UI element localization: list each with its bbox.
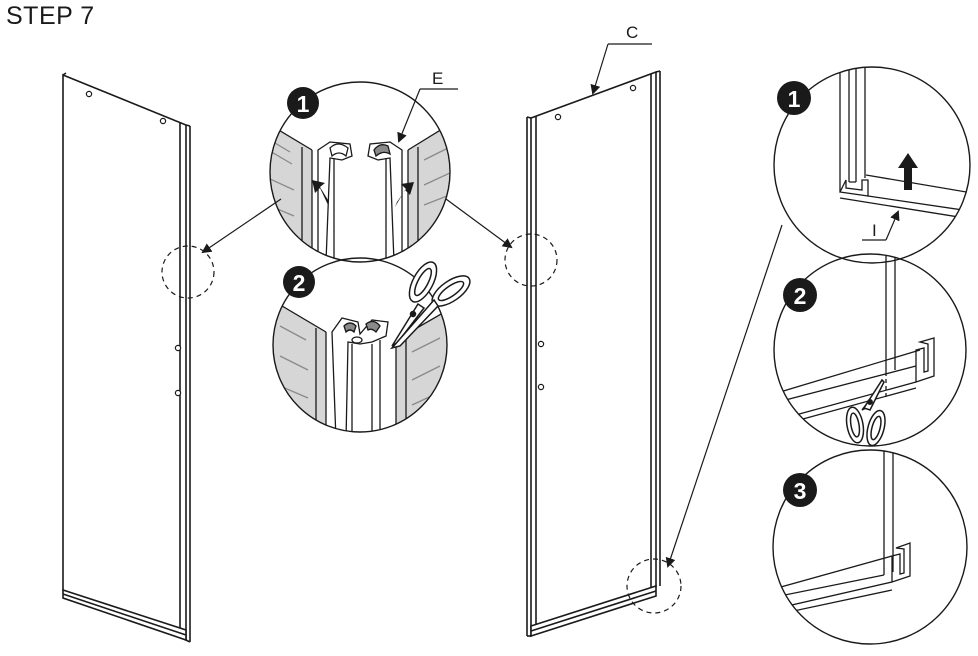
right-step-1-number: 1 bbox=[788, 86, 801, 112]
right-step-3-badge bbox=[783, 473, 817, 507]
callout-e bbox=[397, 88, 458, 143]
step-title: STEP 7 bbox=[6, 2, 95, 30]
right-detail-3: 3 bbox=[772, 449, 968, 645]
center-step-1-badge bbox=[287, 87, 319, 119]
up-arrow-icon bbox=[898, 153, 918, 190]
right-panel-detail-marker bbox=[504, 233, 558, 287]
center-detail-2: 2 bbox=[272, 257, 471, 433]
left-glass-panel bbox=[62, 72, 191, 643]
callout-i-label: I bbox=[872, 221, 877, 240]
callout-e-label: E bbox=[432, 69, 443, 88]
right-panel-fixing-holes bbox=[537, 84, 637, 391]
scissors-icon bbox=[389, 261, 471, 350]
leader-arrow-right bbox=[445, 198, 513, 249]
callout-i bbox=[862, 210, 900, 241]
callout-c bbox=[590, 43, 652, 95]
push-arrow-icon bbox=[312, 180, 328, 205]
scissors-icon bbox=[845, 378, 886, 447]
push-arrow-icon bbox=[395, 182, 414, 207]
center-step-2-badge bbox=[283, 266, 315, 298]
left-panel-detail-marker bbox=[161, 245, 215, 299]
callout-c-label: C bbox=[626, 23, 638, 42]
right-glass-panel bbox=[526, 70, 661, 638]
right-step-1-badge bbox=[777, 81, 811, 115]
leader-arrow-bottom bbox=[665, 224, 783, 568]
right-step-2-badge bbox=[783, 278, 817, 312]
center-detail-1: 1 bbox=[269, 81, 451, 263]
right-detail-2: 2 bbox=[773, 253, 967, 447]
leader-arrow-left bbox=[201, 198, 282, 254]
right-step-2-number: 2 bbox=[794, 283, 807, 309]
right-panel-bottom-marker bbox=[626, 558, 682, 614]
left-panel-fixing-holes bbox=[85, 90, 182, 397]
right-step-3-number: 3 bbox=[794, 478, 807, 504]
center-step-1-number: 1 bbox=[297, 91, 310, 117]
center-step-2-number: 2 bbox=[293, 270, 306, 296]
